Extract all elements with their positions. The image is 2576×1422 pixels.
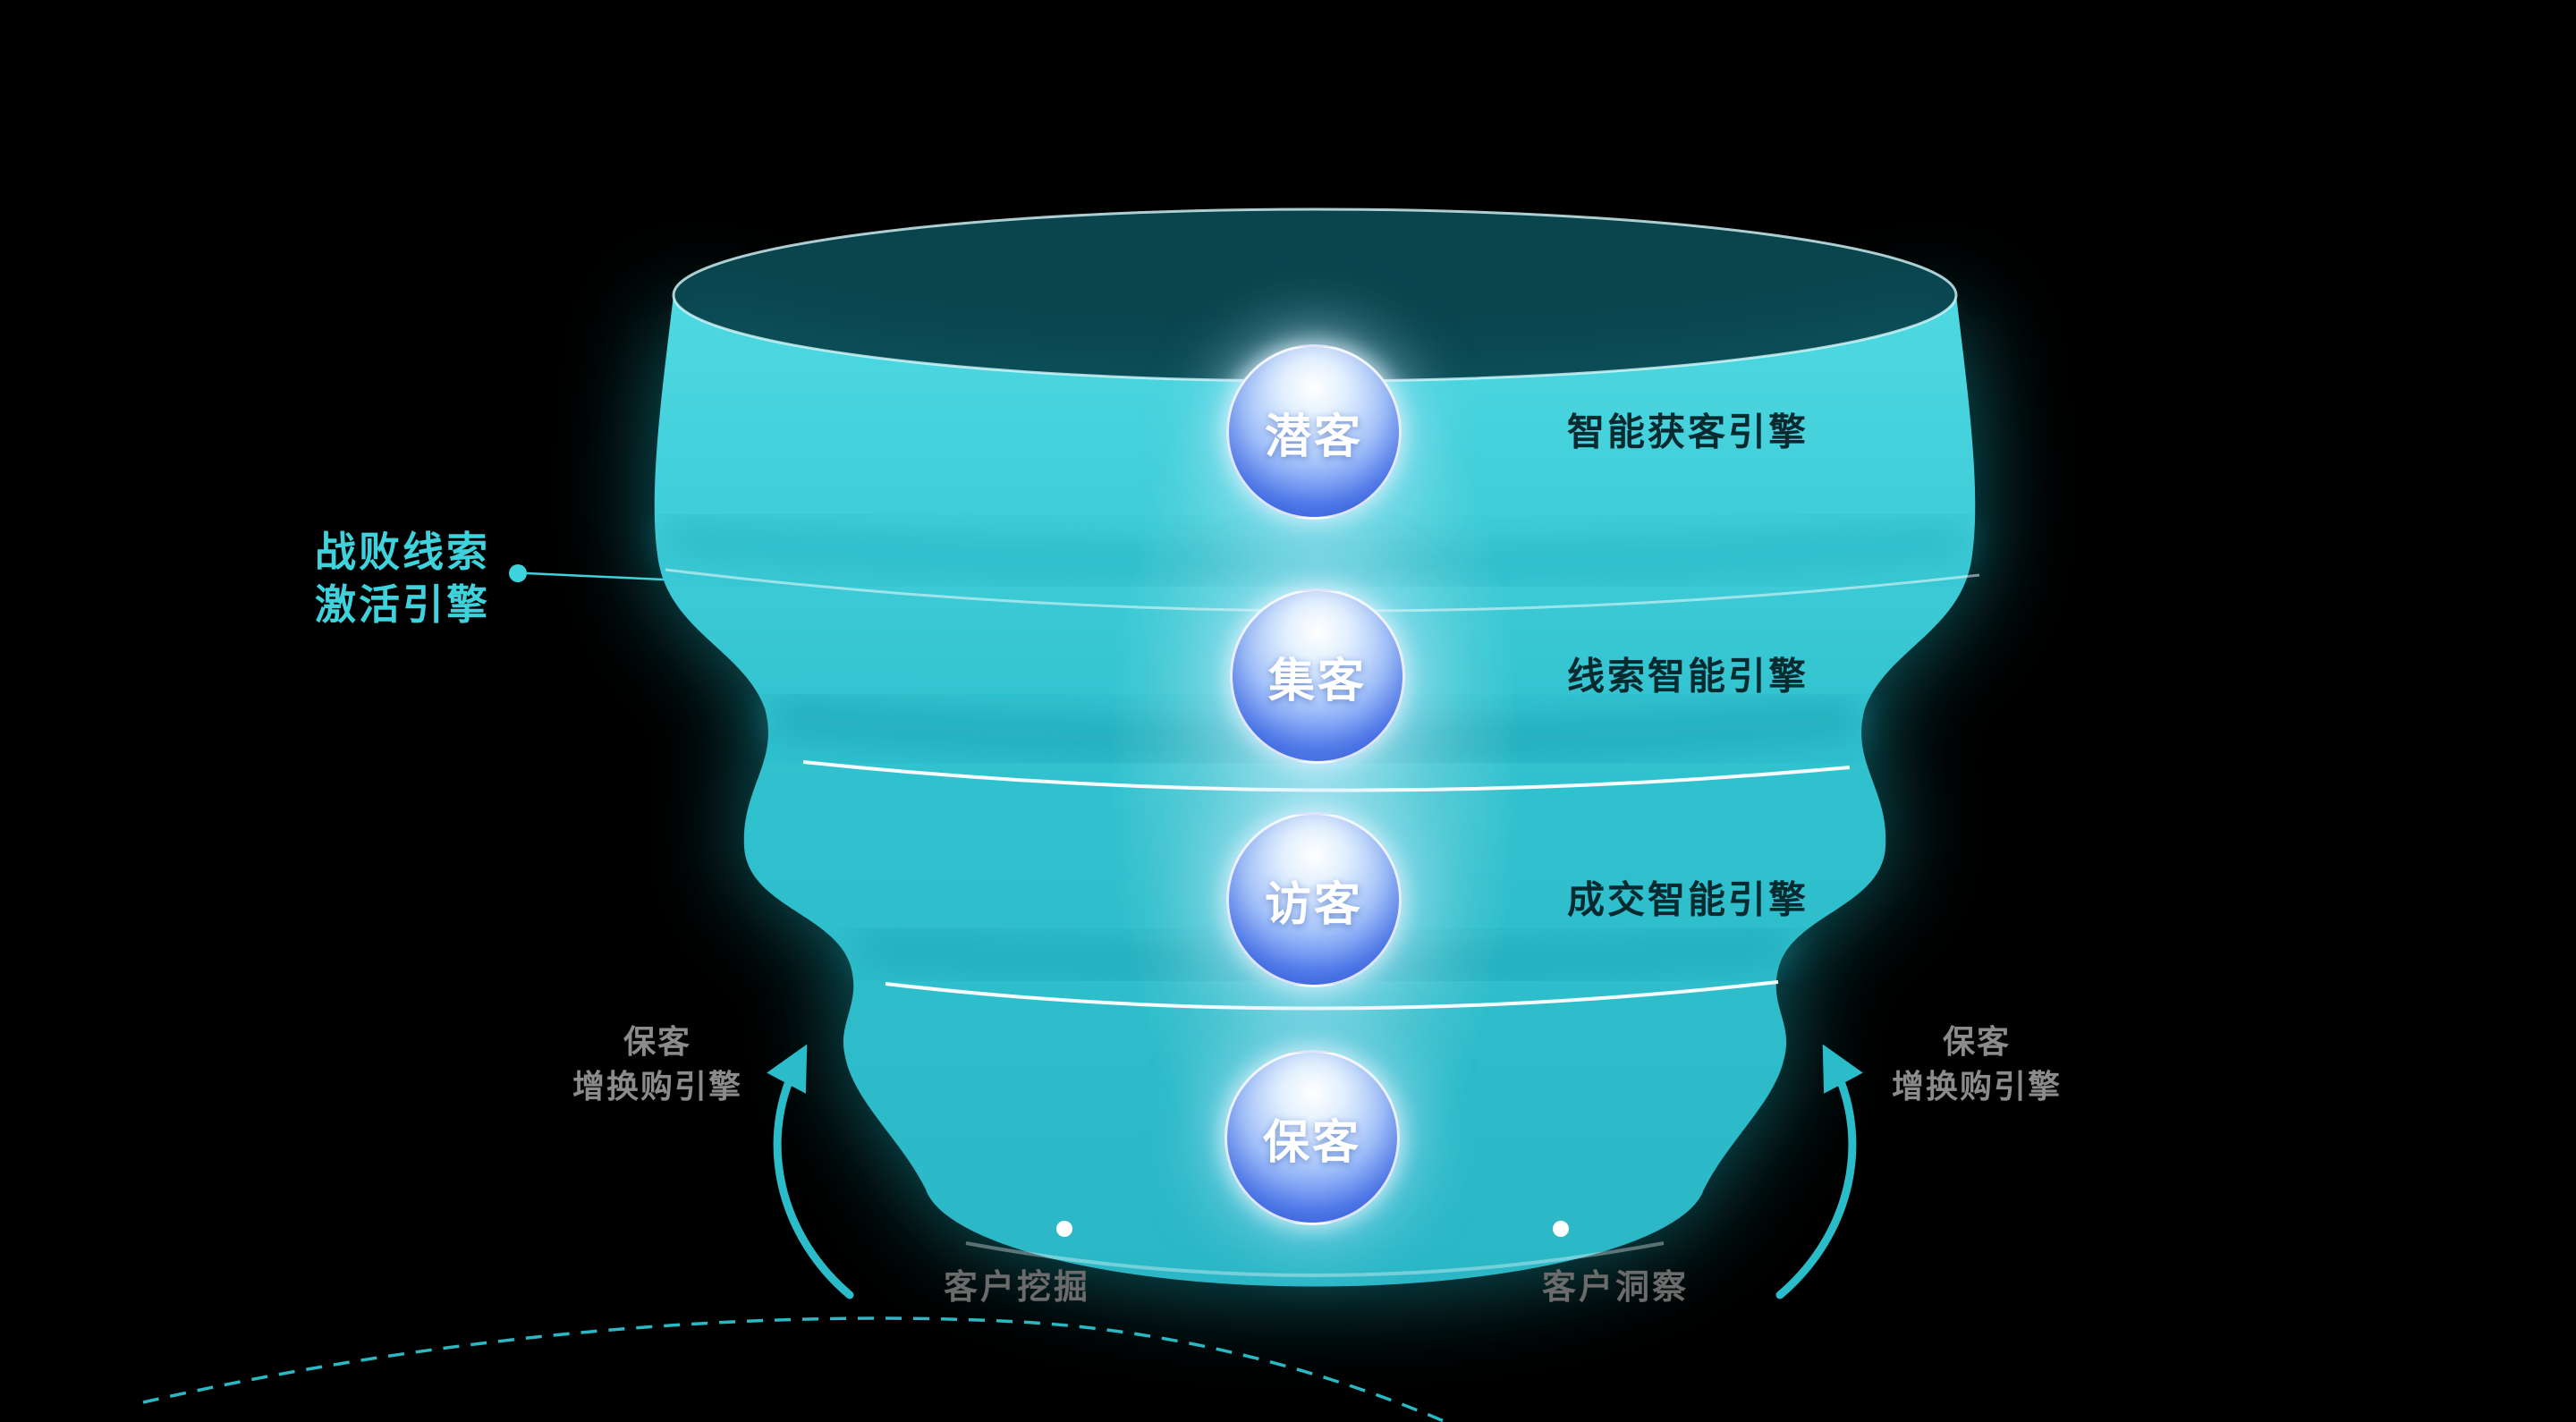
stage-badge-potential: 潜客 xyxy=(1226,344,1402,520)
retention-right-line1: 保客 xyxy=(1942,1023,2011,1060)
bottom-label-insight: 客户洞察 xyxy=(1541,1269,1689,1307)
light-beam xyxy=(1109,304,1521,1234)
bottom-label-mining: 客户挖掘 xyxy=(943,1269,1090,1307)
left-up-arrow xyxy=(767,1044,854,1299)
retention-left-line1: 保客 xyxy=(623,1023,691,1060)
engine-label-leads: 线索智能引擎 xyxy=(1567,655,1809,698)
retention-engine-label-right: 保客 增换购引擎 xyxy=(1843,1020,2111,1110)
dashed-orbit-arc xyxy=(142,1316,1450,1422)
engine-label-acquisition: 智能获客引擎 xyxy=(1567,411,1809,453)
stage-badge-gathered: 集客 xyxy=(1230,588,1405,764)
base-dot-left xyxy=(1056,1221,1072,1237)
engine-label-deal: 成交智能引擎 xyxy=(1567,878,1809,921)
callout-dot xyxy=(509,564,527,582)
lost-leads-line2: 激活引擎 xyxy=(315,580,490,628)
right-up-arrow xyxy=(1775,1044,1863,1299)
retention-right-line2: 增换购引擎 xyxy=(1891,1068,2062,1105)
lost-leads-line1: 战败线索 xyxy=(315,529,490,575)
retention-engine-label-left: 保客 增换购引擎 xyxy=(523,1020,792,1110)
lost-leads-callout: 战败线索 激活引擎 xyxy=(224,526,581,631)
base-highlight xyxy=(965,1241,1665,1277)
stage-badge-visitor: 访客 xyxy=(1226,812,1402,987)
separator-line-3 xyxy=(885,980,1779,1011)
retention-left-line2: 增换购引擎 xyxy=(572,1068,742,1105)
funnel-opening xyxy=(674,209,1956,381)
base-dot-right xyxy=(1553,1221,1569,1237)
callout-connector-line xyxy=(526,571,665,581)
stage-badge-retained: 保客 xyxy=(1224,1050,1400,1225)
separator-line-2 xyxy=(802,760,1851,792)
